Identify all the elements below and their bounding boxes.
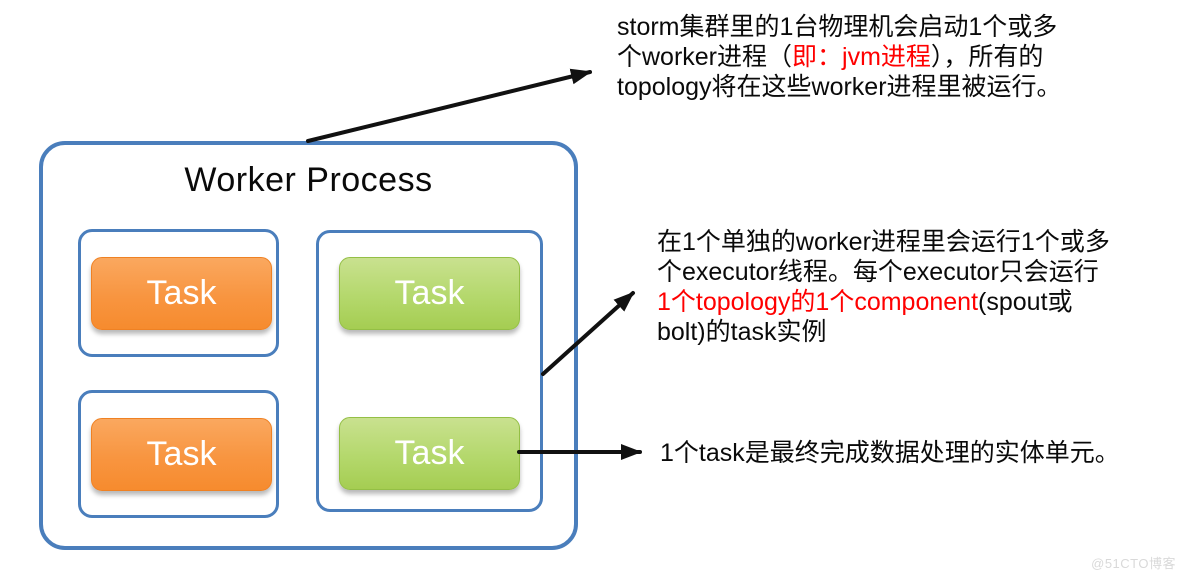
annotation-line: 个worker进程（即：jvm进程），所有的 <box>617 43 1044 71</box>
annotation-task: 1个task是最终完成数据处理的实体单元。 <box>660 438 1120 468</box>
annotation-line: 在1个单独的worker进程里会运行1个或多 <box>657 228 1110 256</box>
task-box-green-2: Task <box>339 417 520 490</box>
annotation-line: 1个topology的1个component(spout或 <box>657 288 1073 316</box>
annotation-line: 1个task是最终完成数据处理的实体单元。 <box>660 439 1120 467</box>
annotation-line: topology将在这些worker进程里被运行。 <box>617 73 1062 101</box>
annotation-line: bolt)的task实例 <box>657 318 827 346</box>
task-box-orange-1: Task <box>91 257 272 330</box>
arrow-worker-note-icon <box>306 68 592 143</box>
annotation-line: 个executor线程。每个executor只会运行 <box>657 258 1099 286</box>
annotation-line: storm集群里的1台物理机会启动1个或多 <box>617 13 1058 41</box>
task-box-green-1: Task <box>339 257 520 330</box>
annotation-worker-process: storm集群里的1台物理机会启动1个或多 个worker进程（即：jvm进程）… <box>617 12 1062 102</box>
executor-box-left-bottom: Task <box>78 390 279 518</box>
worker-process-title: Worker Process <box>184 161 433 199</box>
task-box-orange-2: Task <box>91 418 272 491</box>
executor-box-left-top: Task <box>78 229 279 357</box>
highlighted-text: 1个topology的1个component <box>657 288 979 316</box>
executor-box-right: Task Task <box>316 230 543 512</box>
watermark: @51CTO博客 <box>1091 556 1176 571</box>
annotation-executor: 在1个单独的worker进程里会运行1个或多 个executor线程。每个exe… <box>657 227 1110 347</box>
worker-process-box: Worker Process Task Task Task Task <box>39 141 578 550</box>
highlighted-text: 即：jvm进程 <box>792 43 931 71</box>
